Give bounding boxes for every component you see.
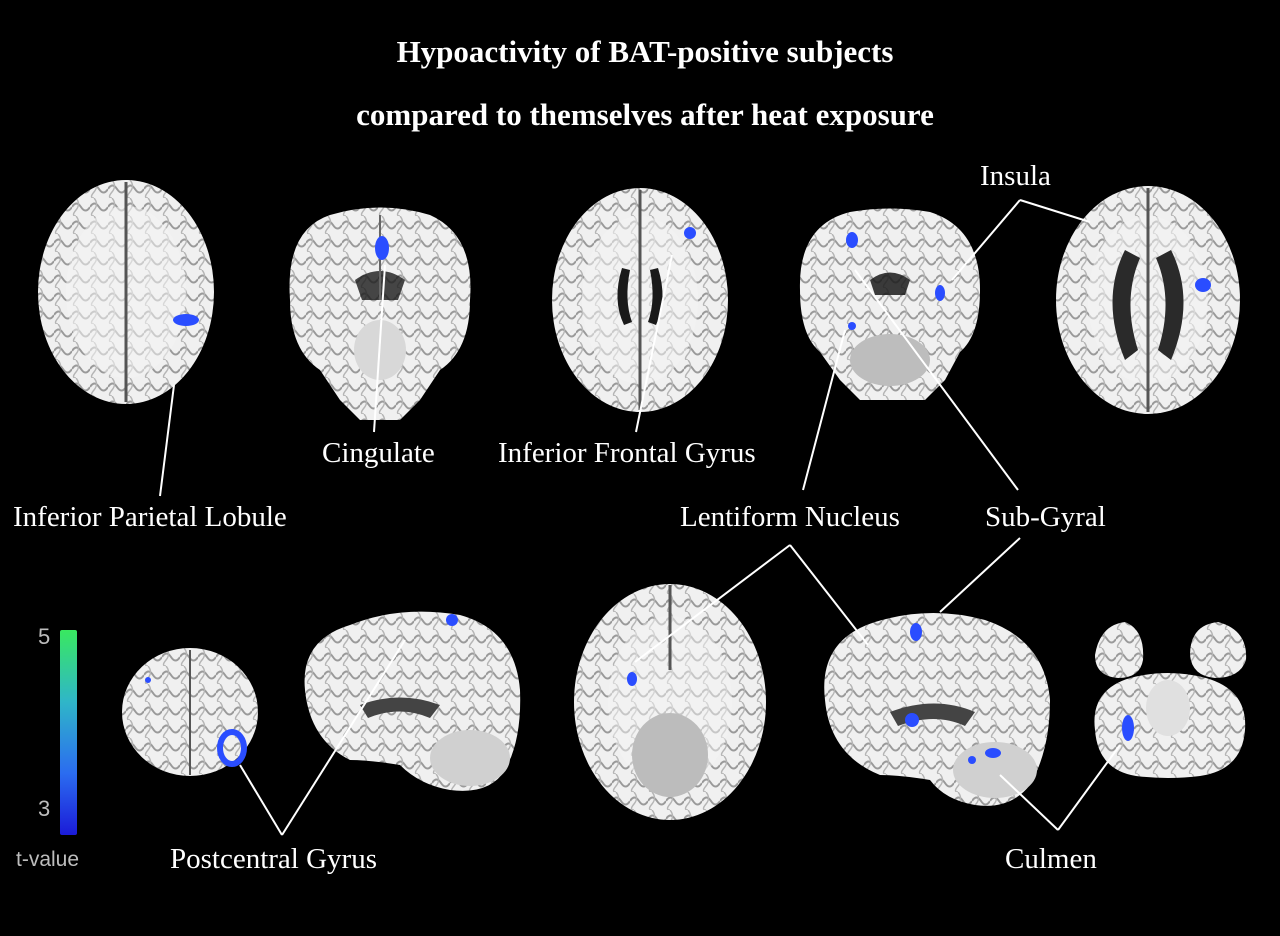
activation-blob	[905, 713, 919, 727]
activation-blob	[375, 236, 389, 260]
brain-slice-axial-2	[552, 188, 728, 412]
activation-blob	[910, 623, 922, 641]
colorbar	[60, 630, 77, 835]
activation-blob	[848, 322, 856, 330]
brain-slice-axial-4	[122, 648, 258, 776]
label-cingulate: Cingulate	[322, 437, 435, 469]
colorbar-title: t-value	[16, 848, 80, 871]
brain-slice-coronal-2	[799, 208, 980, 400]
label-lentiform-nucleus: Lentiform Nucleus	[680, 501, 900, 533]
activation-blob	[1195, 278, 1211, 292]
activation-blob	[217, 729, 247, 767]
label-postcentral-gyrus: Postcentral Gyrus	[170, 843, 377, 875]
colorbar-min-label: 3	[38, 796, 51, 821]
activation-blob	[968, 756, 976, 764]
brain-slice-axial-1	[38, 180, 214, 404]
figure-title-line-2: compared to themselves after heat exposu…	[356, 97, 934, 132]
activation-blob	[846, 232, 858, 248]
activation-blob	[627, 672, 637, 686]
label-inferior-frontal-gyrus: Inferior Frontal Gyrus	[498, 437, 756, 469]
activation-blob	[985, 748, 1001, 758]
activation-blob	[446, 614, 458, 626]
label-culmen: Culmen	[1005, 843, 1097, 875]
label-insula: Insula	[980, 160, 1051, 192]
colorbar-max-label: 5	[38, 624, 51, 649]
colorbar-gradient	[60, 630, 77, 835]
activation-blob	[684, 227, 696, 239]
brain-slice-coronal-1	[289, 207, 471, 420]
activation-blob	[173, 314, 199, 326]
brain-slice-axial-3	[1056, 186, 1240, 414]
label-inferior-parietal-lobule: Inferior Parietal Lobule	[13, 501, 287, 533]
brain-slice-sagittal-2	[824, 612, 1050, 806]
leader-lines	[159, 199, 1121, 836]
figure-title-line-1: Hypoactivity of BAT-positive subjects	[396, 34, 894, 69]
label-sub-gyral: Sub-Gyral	[985, 501, 1106, 533]
activation-blob	[145, 677, 151, 683]
activation-blob	[935, 285, 945, 301]
brain-slice-sagittal-1	[304, 611, 521, 791]
brain-slice-axial-5	[574, 584, 766, 820]
brain-slice-cerebellum	[1094, 622, 1247, 778]
activation-blob	[1122, 715, 1134, 741]
